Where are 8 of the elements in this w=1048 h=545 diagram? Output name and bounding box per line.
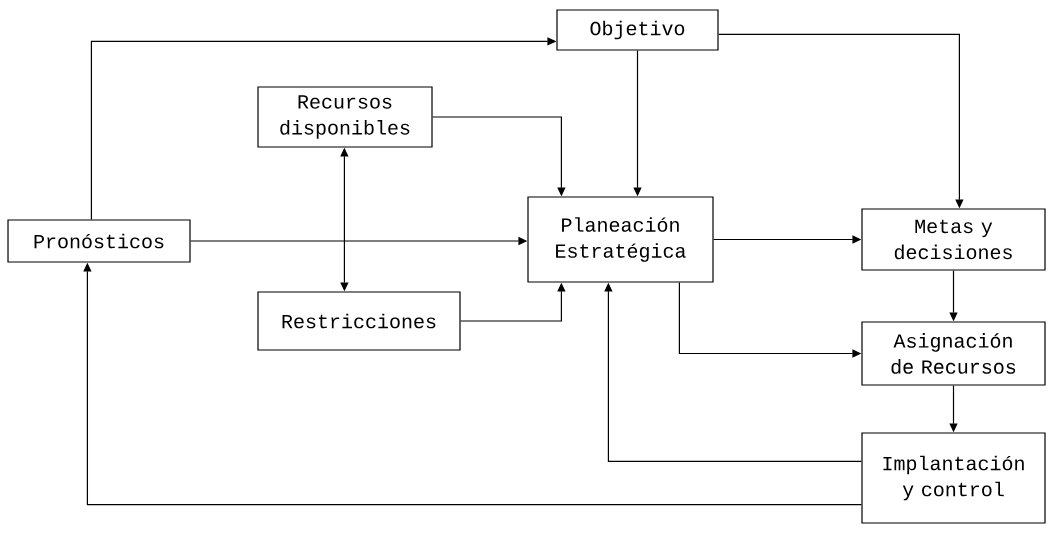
process-box: Metas y decisiones [861,208,1046,271]
process-box: Objetivo [556,9,719,51]
process-box: Planeación Estratégica [527,196,714,283]
process-box: Asignación de Recursos [861,321,1046,386]
process-box: Pronósticos [7,219,191,263]
process-box: Implantación y control [861,432,1046,524]
process-box: Recursos disponibles [257,86,433,148]
process-box: Restricciones [257,291,461,351]
